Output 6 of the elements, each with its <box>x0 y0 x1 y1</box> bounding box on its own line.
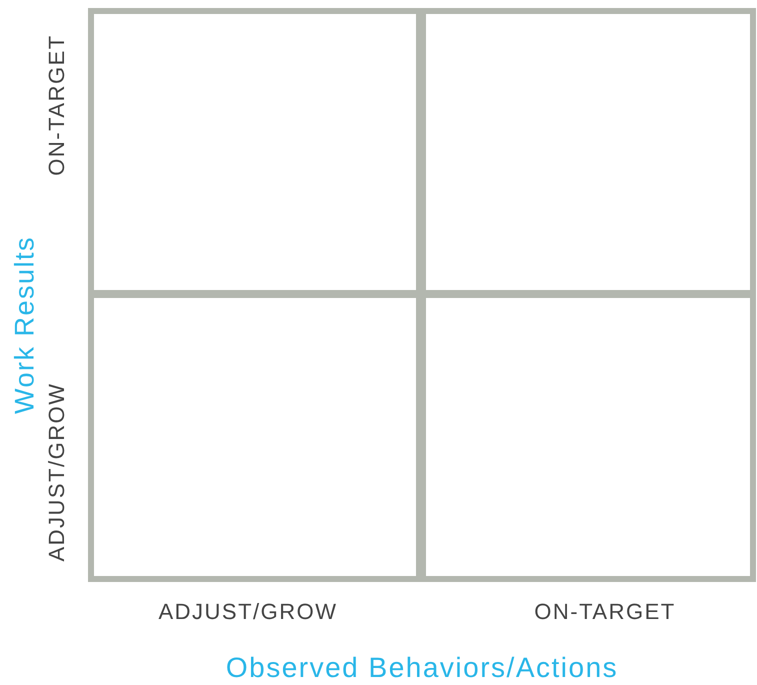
axis-title: Work Results <box>12 236 38 414</box>
column-label: ADJUST/GROW <box>158 601 338 623</box>
row-label: ON-TARGET <box>46 34 68 176</box>
row-label: ADJUST/GROW <box>46 382 68 562</box>
column-label: ON-TARGET <box>534 601 676 623</box>
axis-title: Observed Behaviors/Actions <box>226 654 618 682</box>
